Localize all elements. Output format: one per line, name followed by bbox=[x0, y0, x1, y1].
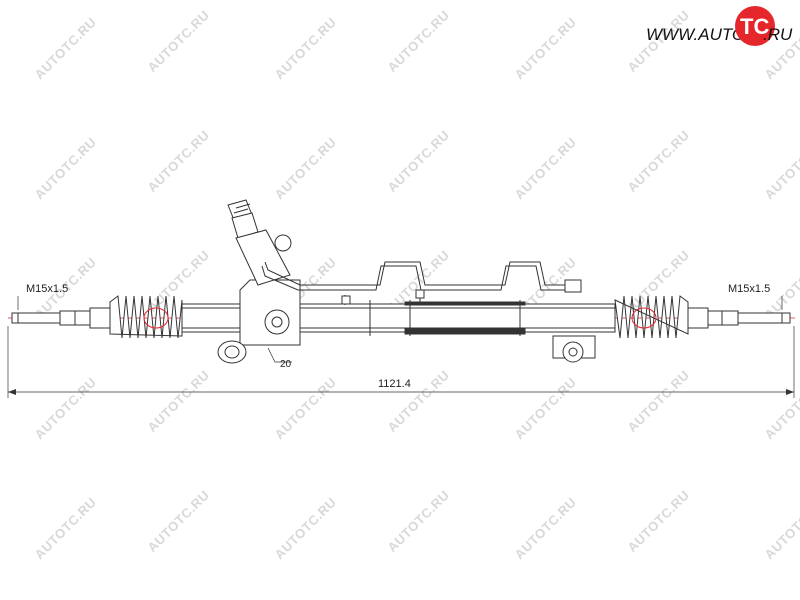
watermark-text: AUTOTC.RU bbox=[512, 14, 580, 82]
left-tie-rod bbox=[11, 307, 111, 329]
watermark-text: AUTOTC.RU bbox=[272, 494, 340, 562]
watermark-text: AUTOTC.RU bbox=[384, 487, 452, 555]
watermark-text: AUTOTC.RU bbox=[32, 374, 100, 442]
watermark-text: AUTOTC.RU bbox=[624, 367, 692, 435]
brand-logo-letters: TC bbox=[740, 14, 769, 39]
thread-dimension-left: M15x1.5 bbox=[17, 283, 68, 310]
brand-logo: WWW.AUTO TC .RU bbox=[646, 6, 793, 46]
watermark-text: AUTOTC.RU bbox=[384, 127, 452, 195]
watermark-layer: AUTOTC.RU AUTOTC.RU AUTOTC.RU AUTOTC.RU AUTO… bbox=[32, 7, 800, 562]
brand-logo-circle bbox=[735, 6, 775, 46]
total-length-label: 1121.4 bbox=[378, 378, 411, 390]
total-length-dimension: 1121.4 bbox=[7, 326, 795, 398]
watermark-text: AUTOTC.RU bbox=[144, 367, 212, 435]
watermark-text: AUTOTC.RU bbox=[624, 487, 692, 555]
watermark-text: AUTOTC.RU bbox=[144, 127, 212, 195]
valve-body bbox=[217, 279, 301, 364]
watermark-text: AUTOTC.RU bbox=[512, 374, 580, 442]
watermark-text: AUTOTC.RU bbox=[624, 127, 692, 195]
angle-dimension: 20 bbox=[267, 347, 292, 370]
right-boot bbox=[614, 295, 689, 339]
right-mount bbox=[552, 335, 596, 363]
watermark-text: AUTOTC.RU bbox=[144, 7, 212, 75]
thread-dimension-right: M15x1.5 bbox=[728, 283, 783, 310]
hydraulic-pipes bbox=[261, 261, 582, 305]
watermark-text: AUTOTC.RU bbox=[272, 134, 340, 202]
thread-label-right: M15x1.5 bbox=[728, 283, 770, 295]
brand-suffix: .RU bbox=[763, 25, 793, 44]
watermark-text: AUTOTC.RU bbox=[384, 7, 452, 75]
watermark-text: AUTOTC.RU bbox=[272, 14, 340, 82]
left-boot bbox=[109, 295, 183, 339]
watermark-text: AUTOTC.RU bbox=[762, 134, 800, 202]
watermark-text: AUTOTC.RU bbox=[512, 134, 580, 202]
watermark-text: AUTOTC.RU bbox=[272, 374, 340, 442]
brand-prefix: WWW.AUTO bbox=[646, 25, 745, 44]
watermark-text: AUTOTC.RU bbox=[512, 494, 580, 562]
right-tie-rod bbox=[687, 307, 791, 329]
input-shaft bbox=[227, 199, 292, 286]
watermark-text: AUTOTC.RU bbox=[32, 134, 100, 202]
watermark-text: AUTOTC.RU bbox=[32, 494, 100, 562]
watermark-text: AUTOTC.RU bbox=[32, 14, 100, 82]
watermark-text: AUTOTC.RU bbox=[144, 487, 212, 555]
thread-label-left: M15x1.5 bbox=[26, 283, 68, 295]
angle-label: 20 bbox=[280, 359, 292, 370]
watermark-text: AUTOTC.RU bbox=[762, 494, 800, 562]
